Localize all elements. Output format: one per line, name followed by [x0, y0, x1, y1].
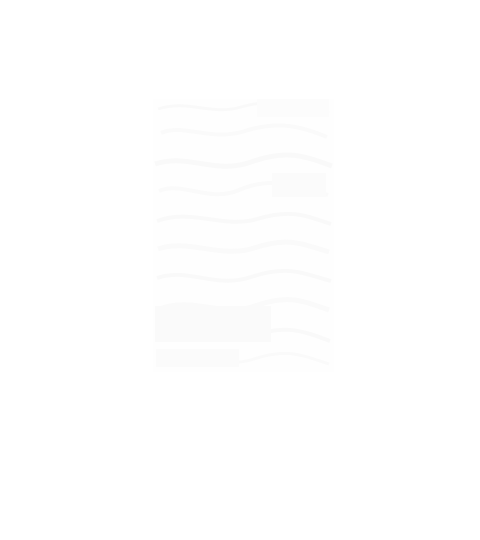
texture-block [156, 349, 239, 367]
texture-line [157, 239, 330, 255]
texture-line [156, 211, 332, 226]
texture-block [155, 306, 271, 342]
texture-line [156, 268, 332, 283]
faded-image [153, 99, 334, 372]
image-texture [154, 99, 333, 367]
faded-image-graphic [153, 99, 334, 372]
texture-line [154, 152, 333, 169]
texture-line [160, 123, 328, 139]
texture-block [272, 173, 326, 197]
texture-block [257, 99, 329, 117]
